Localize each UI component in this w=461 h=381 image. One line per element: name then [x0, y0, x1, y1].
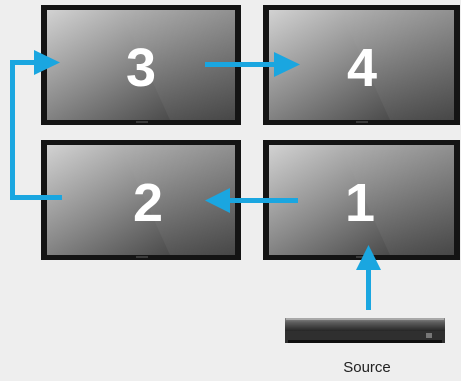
arrow-source-to-1	[356, 245, 381, 310]
arrow-3-to-4	[205, 52, 300, 77]
screen-2: 2	[41, 140, 241, 260]
screen-label-1: 1	[345, 173, 375, 233]
arrow-1-to-2	[205, 188, 298, 213]
screen-label-2: 2	[133, 173, 163, 233]
arrow-2-to-3	[10, 50, 62, 200]
screen-label-3: 3	[126, 38, 156, 98]
source-device	[285, 318, 445, 343]
source-label: Source	[343, 359, 391, 376]
screen-label-4: 4	[347, 38, 377, 98]
power-led-icon	[426, 333, 432, 338]
